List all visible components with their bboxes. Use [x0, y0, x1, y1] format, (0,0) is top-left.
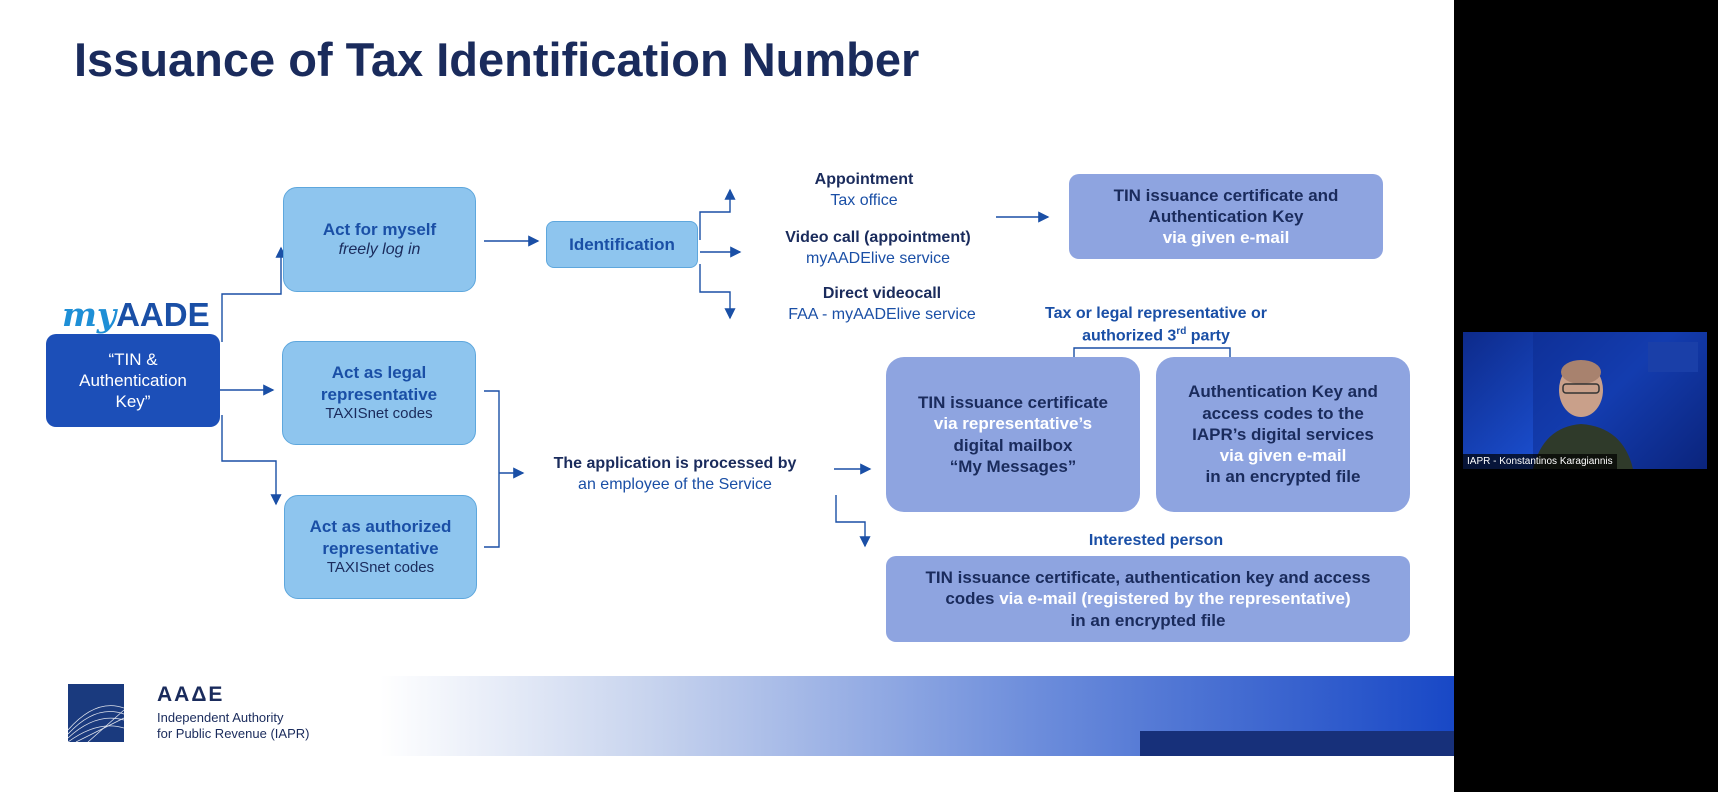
arrow-to-appointment — [699, 188, 736, 240]
arrow-to-act-myself — [221, 246, 287, 342]
option-appointment: Appointment Tax office — [814, 171, 914, 209]
iapr-logo-icon — [67, 684, 125, 743]
identification-box: Identification — [546, 221, 698, 268]
processed-by-employee: The application is processed by an emplo… — [553, 455, 797, 493]
bracket-legal-authorized — [484, 390, 500, 548]
participant-video-tile[interactable]: IAPR - Konstantinos Karagiannis — [1463, 332, 1707, 469]
representative-label: Tax or legal representative or authorize… — [1044, 305, 1268, 345]
act-as-authorized-representative-box: Act as authorized representative TAXISne… — [284, 495, 477, 599]
option-video-call: Video call (appointment) myAADElive serv… — [785, 229, 971, 267]
rep-certificate-box: TIN issuance certificate via representat… — [886, 357, 1140, 512]
act-as-legal-representative-box: Act as legal representative TAXISnet cod… — [282, 341, 476, 445]
bracket-rep-label — [1073, 347, 1231, 357]
presentation-slide: Issuance of Tax Identification Number — [0, 0, 1454, 792]
rep-auth-key-box: Authentication Key and access codes to t… — [1156, 357, 1410, 512]
arrow-to-act-authorized — [221, 415, 282, 506]
option-direct-videocall: Direct videocall FAA - myAADElive servic… — [788, 285, 976, 323]
myaade-logo: myAADE — [62, 295, 210, 334]
interested-person-box: TIN issuance certificate, authentication… — [886, 556, 1410, 642]
interested-person-label: Interested person — [1088, 532, 1224, 549]
arrow-to-interested — [835, 495, 871, 548]
slide-title: Issuance of Tax Identification Number — [74, 33, 920, 86]
iapr-logo-subtitle: Independent Authority for Public Revenue… — [157, 710, 310, 742]
act-for-myself-box: Act for myself freely log in — [283, 187, 476, 292]
footer-dark-strip — [1140, 731, 1454, 756]
tin-key-start-box: “TIN & Authentication Key” — [46, 334, 220, 427]
iapr-logo-name: ΑΑΔΕ — [157, 683, 225, 706]
participant-name-tag: IAPR - Konstantinos Karagiannis — [1463, 454, 1617, 469]
participant-video-feed — [1533, 332, 1707, 469]
arrow-to-direct-videocall — [699, 264, 736, 320]
result-top-box: TIN issuance certificate and Authenticat… — [1069, 174, 1383, 259]
